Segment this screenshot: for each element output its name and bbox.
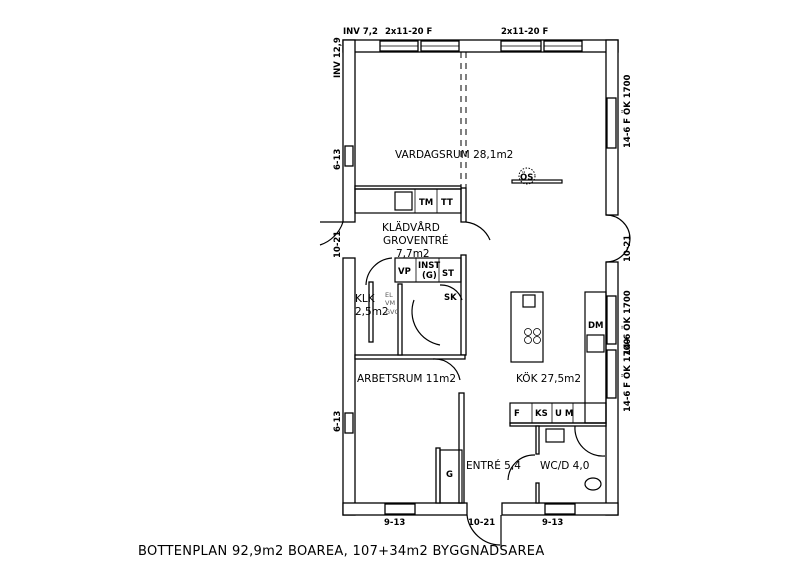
dim-left-door: 10-21 (333, 231, 343, 258)
fixture-ks: KS (535, 409, 548, 419)
dim-bottom-right: 9-13 (542, 518, 563, 528)
room-klk: KLK (355, 293, 376, 305)
interior-walls (354, 52, 607, 504)
room-vardagsrum: VARDAGSRUM 28,1m2 (395, 149, 513, 161)
dim-window-top-left: 2x11-20 F (385, 27, 433, 37)
fixture-inst: INST (418, 261, 440, 271)
fixture-g: G (446, 470, 453, 480)
fixture-tt: TT (441, 198, 453, 208)
dim-bottom-door: 10-21 (468, 518, 495, 528)
plan-title: BOTTENPLAN 92,9m2 BOAREA, 107+34m2 BYGGN… (138, 544, 545, 559)
fixture-gvc: GVC (385, 308, 399, 316)
room-kladvard-area: 7,7m2 (396, 248, 430, 260)
fixture-dm: DM (588, 321, 604, 331)
fixture-vp: VP (398, 267, 411, 277)
fixture-os: ÖS (520, 172, 533, 183)
fixture-vm: VM (385, 299, 395, 307)
doors (319, 214, 631, 548)
dim-right-door: 10-21 (623, 235, 633, 262)
room-klk-area: 2,5m2 (355, 306, 389, 318)
fixture-sk: SK (444, 293, 457, 303)
windows (344, 40, 617, 515)
room-kladvard-line1: KLÄDVÅRD (382, 221, 440, 234)
fixture-tm: TM (419, 198, 433, 208)
fixture-st: ST (442, 269, 454, 279)
fixture-el: EL (385, 291, 393, 299)
room-kladvard-line2: GROVENTRÉ (383, 234, 449, 247)
fixtures (354, 167, 607, 504)
fixture-inst-g: (G) (422, 271, 437, 281)
dim-window-top-right: 2x11-20 F (501, 27, 549, 37)
dim-left-lower: 6-13 (333, 411, 343, 432)
outer-walls (342, 39, 619, 516)
dim-inv-left: INV 12,9 (333, 37, 343, 78)
room-entre: ENTRÉ 5,4 (466, 459, 521, 472)
dim-inv-top: INV 7,2 (343, 27, 378, 37)
room-kok: KÖK 27,5m2 (516, 372, 581, 385)
dim-right-lower-1: 14-6 ÖK 1700 (622, 290, 633, 355)
dim-right-lower-2: 14-6 F ÖK 1700 (622, 338, 633, 412)
room-wc: WC/D 4,0 (540, 460, 589, 472)
fixture-f: F (514, 409, 520, 419)
room-arbetsrum: ARBETSRUM 11m2 (357, 373, 456, 385)
fixture-um: U M (555, 409, 573, 419)
dim-right-upper: 14-6 F ÖK 1700 (622, 74, 633, 148)
dim-left-upper: 6-13 (333, 149, 343, 170)
dim-bottom-left: 9-13 (384, 518, 405, 528)
